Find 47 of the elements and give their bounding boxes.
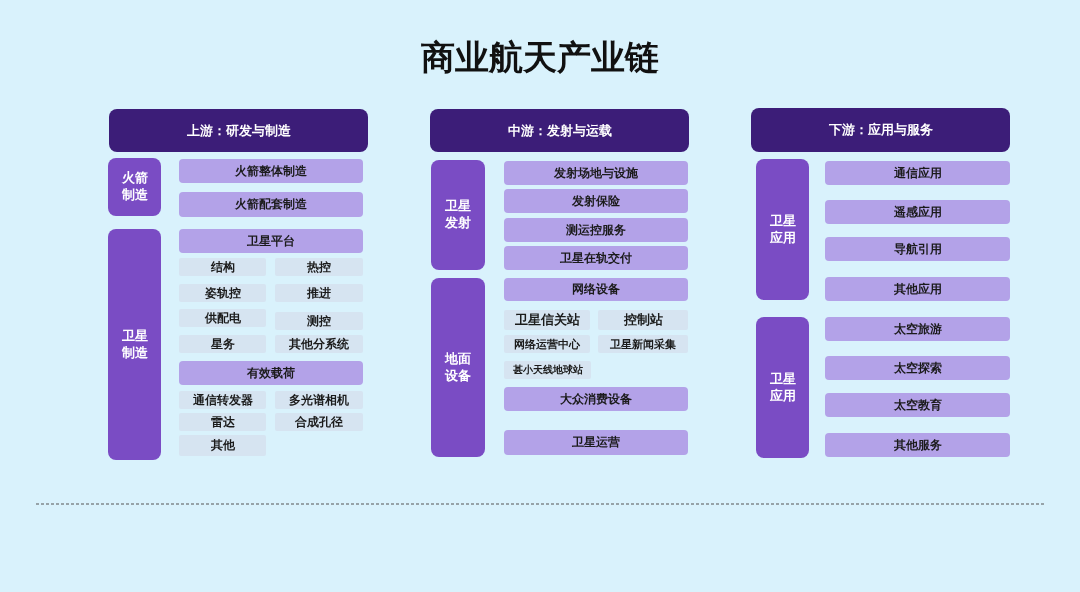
category-box: 地面设备 xyxy=(431,278,485,457)
sub-item-tile: 姿轨控 xyxy=(179,284,266,302)
category-box: 卫星应用 xyxy=(756,317,809,458)
stage-header: 下游：应用与服务 xyxy=(751,108,1010,152)
item-bar: 卫星平台 xyxy=(179,229,363,253)
item-bar: 发射场地与设施 xyxy=(504,161,688,185)
item-bar: 大众消费设备 xyxy=(504,387,688,411)
sub-item-tile: 星务 xyxy=(179,335,266,353)
diagram-title: 商业航天产业链 xyxy=(420,36,660,79)
item-bar: 有效载荷 xyxy=(179,361,363,385)
sub-item-tile: 卫星信关站 xyxy=(504,310,590,330)
item-bar: 发射保险 xyxy=(504,189,688,213)
sub-item-tile: 通信转发器 xyxy=(179,391,266,409)
item-bar: 通信应用 xyxy=(825,161,1010,185)
sub-item-tile: 测控 xyxy=(275,312,363,330)
sub-item-tile: 多光谱相机 xyxy=(275,391,363,409)
stage-header: 中游：发射与运载 xyxy=(430,109,689,152)
category-box: 卫星应用 xyxy=(756,159,809,300)
item-bar: 太空教育 xyxy=(825,393,1010,417)
item-bar: 火箭整体制造 xyxy=(179,159,363,183)
stage-header: 上游：研发与制造 xyxy=(109,109,368,152)
category-box: 卫星发射 xyxy=(431,160,485,270)
item-bar: 导航引用 xyxy=(825,237,1010,261)
sub-item-tile: 雷达 xyxy=(179,413,266,431)
item-bar: 卫星在轨交付 xyxy=(504,246,688,270)
sub-item-tile: 供配电 xyxy=(179,309,266,327)
sub-item-tile: 合成孔径 xyxy=(275,413,363,431)
sub-item-tile: 其他分系统 xyxy=(275,335,363,353)
category-box: 卫星制造 xyxy=(108,229,161,460)
item-bar: 火箭配套制造 xyxy=(179,192,363,217)
item-bar: 其他应用 xyxy=(825,277,1010,301)
item-bar: 太空旅游 xyxy=(825,317,1010,341)
category-box: 火箭制造 xyxy=(108,158,161,216)
sub-item-tile: 热控 xyxy=(275,258,363,276)
item-bar: 遥感应用 xyxy=(825,200,1010,224)
sub-item-tile: 推进 xyxy=(275,284,363,302)
sub-item-tile: 卫星新闻采集 xyxy=(598,335,688,353)
sub-item-tile: 网络运营中心 xyxy=(504,335,590,353)
sub-item-tile: 结构 xyxy=(179,258,266,276)
sub-item-tile: 甚小天线地球站 xyxy=(504,361,591,379)
item-bar: 其他服务 xyxy=(825,433,1010,457)
sub-item-tile: 其他 xyxy=(179,435,266,456)
item-bar: 卫星运营 xyxy=(504,430,688,455)
item-bar: 网络设备 xyxy=(504,278,688,301)
sub-item-tile: 控制站 xyxy=(598,310,688,330)
item-bar: 测运控服务 xyxy=(504,218,688,242)
item-bar: 太空探索 xyxy=(825,356,1010,380)
